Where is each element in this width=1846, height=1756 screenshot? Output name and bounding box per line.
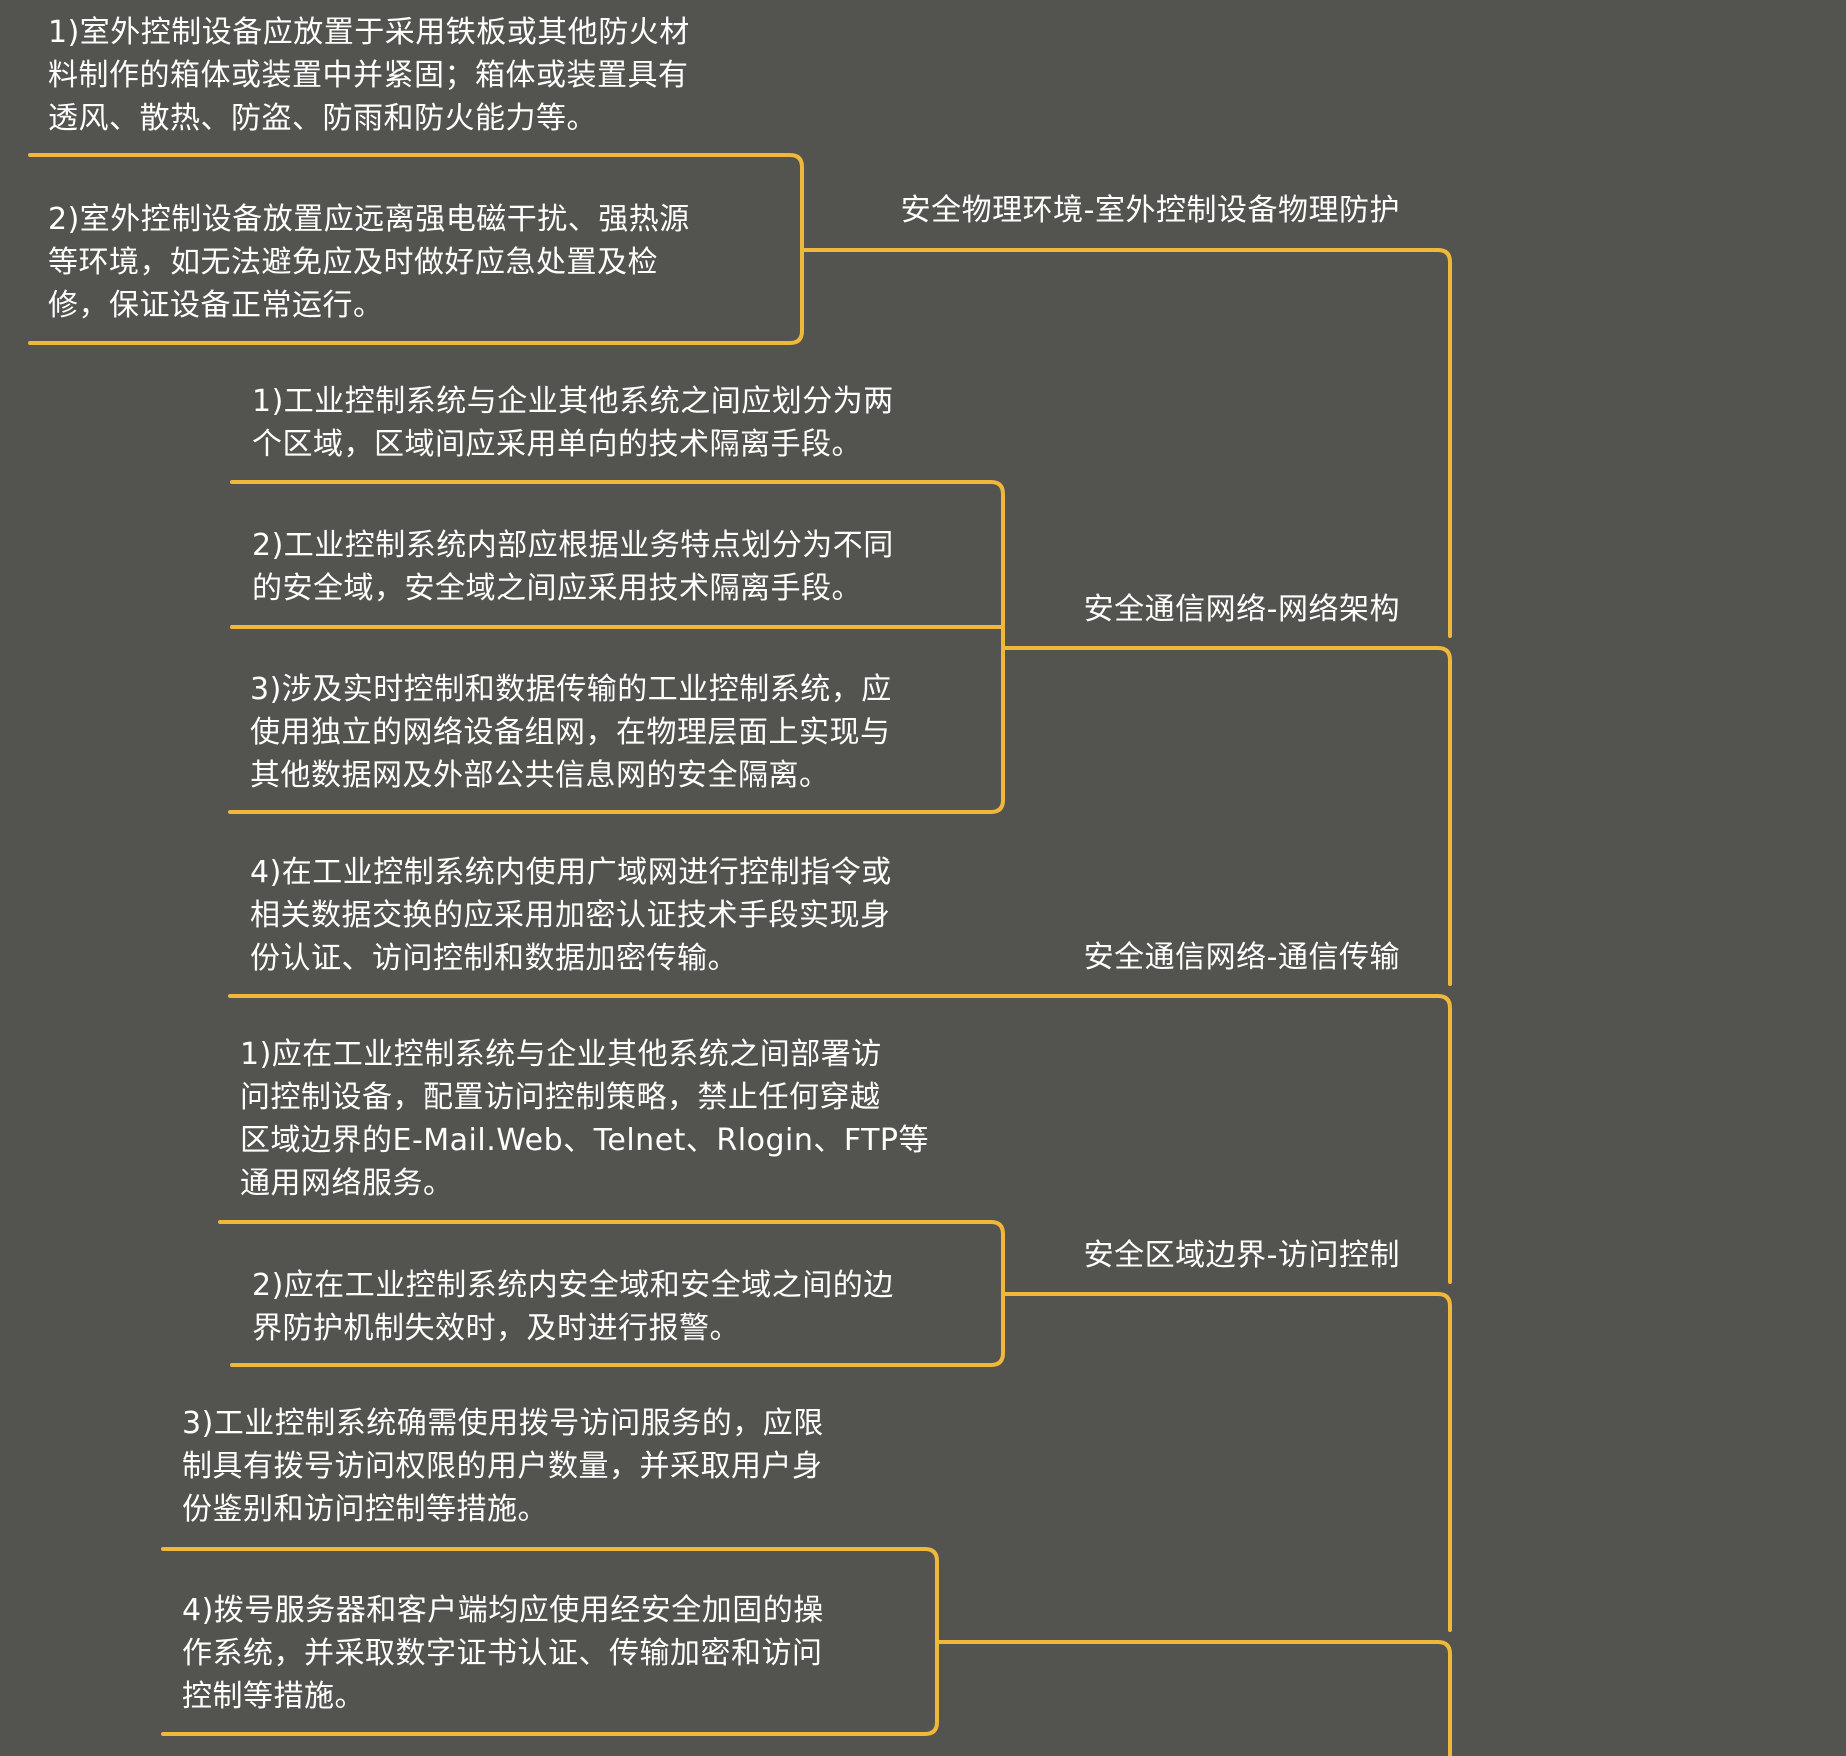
branch-label-physical-environment[interactable]: 安全物理环境-室外控制设备物理防护 xyxy=(900,193,1400,228)
leaf-dialup-hardening[interactable]: 4)拨号服务器和客户端均应使用经安全加固的操 作系统，并采取数字证书认证、传输加… xyxy=(182,1593,824,1714)
leaf-group-3-bracket xyxy=(218,1220,1005,1367)
branch-connector-1 xyxy=(1001,646,1452,986)
branch-label-network-architecture[interactable]: 安全通信网络-网络架构 xyxy=(1083,592,1400,627)
leaf-wan-encryption[interactable]: 4)在工业控制系统内使用广域网进行控制指令或 相关数据交换的应采用加密认证技术手… xyxy=(250,855,892,976)
leaf-security-domains[interactable]: 2)工业控制系统内部应根据业务特点划分为不同 的安全域，安全域之间应采用技术隔离… xyxy=(252,528,894,606)
branch-connector-3 xyxy=(1001,1292,1452,1632)
leaf-independent-network[interactable]: 3)涉及实时控制和数据传输的工业控制系统，应 使用独立的网络设备组网，在物理层面… xyxy=(250,672,892,793)
branch-connector-2 xyxy=(1001,994,1452,1284)
leaf-access-control-device[interactable]: 1)应在工业控制系统与企业其他系统之间部署访 问控制设备，配置访问控制策略，禁止… xyxy=(240,1037,929,1201)
branch-connector-0 xyxy=(803,248,1452,638)
leaf-dialup-limits[interactable]: 3)工业控制系统确需使用拨号访问服务的，应限 制具有拨号访问权限的用户数量，并采… xyxy=(182,1406,824,1527)
leaf-outdoor-enclosure[interactable]: 1)室外控制设备应放置于采用铁板或其他防火材 料制作的箱体或装置中并紧固；箱体或… xyxy=(48,15,690,136)
leaf-zone-division[interactable]: 1)工业控制系统与企业其他系统之间应划分为两 个区域，区域间应采用单向的技术隔离… xyxy=(252,384,894,462)
leaf-boundary-alarm[interactable]: 2)应在工业控制系统内安全域和安全域之间的边 界防护机制失效时，及时进行报警。 xyxy=(252,1268,894,1346)
branch-connector-4 xyxy=(935,1640,1452,1756)
connector-lines xyxy=(28,153,1452,1756)
leaf-outdoor-interference[interactable]: 2)室外控制设备放置应远离强电磁干扰、强热源 等环境，如无法避免应及时做好应急处… xyxy=(48,202,690,323)
leaf-group-1-bracket xyxy=(228,480,1005,814)
branch-label-communication-transmission[interactable]: 安全通信网络-通信传输 xyxy=(1083,940,1400,975)
leaf-group-4-bracket xyxy=(161,1547,939,1736)
branch-label-access-control[interactable]: 安全区域边界-访问控制 xyxy=(1083,1238,1400,1273)
